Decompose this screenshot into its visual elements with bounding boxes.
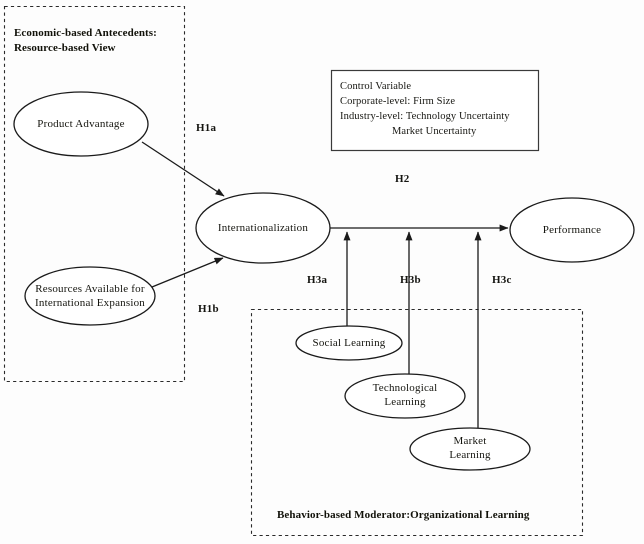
group-title-economic-antecedents: Economic-based Antecedents: Resource-bas… — [14, 26, 174, 56]
edge-label-h3b: H3b — [400, 274, 421, 286]
arrow-h1a — [141, 141, 225, 197]
group-title-line2: Resource-based View — [14, 42, 116, 54]
node-social-learning — [295, 325, 403, 361]
edge-label-h3c: H3c — [492, 274, 512, 286]
node-performance — [509, 197, 635, 263]
node-internationalization — [195, 192, 331, 264]
control-variable-line1: Control Variable — [340, 81, 412, 92]
control-variable-line4: Market Uncertainty — [392, 126, 477, 137]
group-box-behavior-moderator — [250, 308, 584, 537]
node-market-learning — [409, 427, 531, 471]
edge-label-h1a: H1a — [196, 122, 217, 134]
control-variable-line2: Corporate-level: Firm Size — [340, 96, 456, 107]
node-technological-learning — [344, 373, 466, 419]
node-resources-available — [24, 266, 156, 326]
group-title-text: Behavior-based Moderator:Organizational … — [277, 509, 530, 521]
edge-label-h2: H2 — [395, 173, 410, 185]
group-box-economic-antecedents — [3, 5, 186, 383]
node-product-advantage — [13, 91, 149, 157]
control-variable-content: Control Variable Corporate-level: Firm S… — [340, 79, 510, 139]
arrow-h1b — [151, 257, 224, 288]
edge-label-h1b: H1b — [198, 303, 219, 315]
edge-label-h3a: H3a — [307, 274, 328, 286]
group-title-behavior-moderator: Behavior-based Moderator:Organizational … — [277, 508, 577, 523]
control-variable-box — [330, 69, 540, 152]
control-variable-line3: Industry-level: Technology Uncertainty — [340, 111, 510, 122]
group-title-line1: Economic-based Antecedents: — [14, 27, 157, 39]
